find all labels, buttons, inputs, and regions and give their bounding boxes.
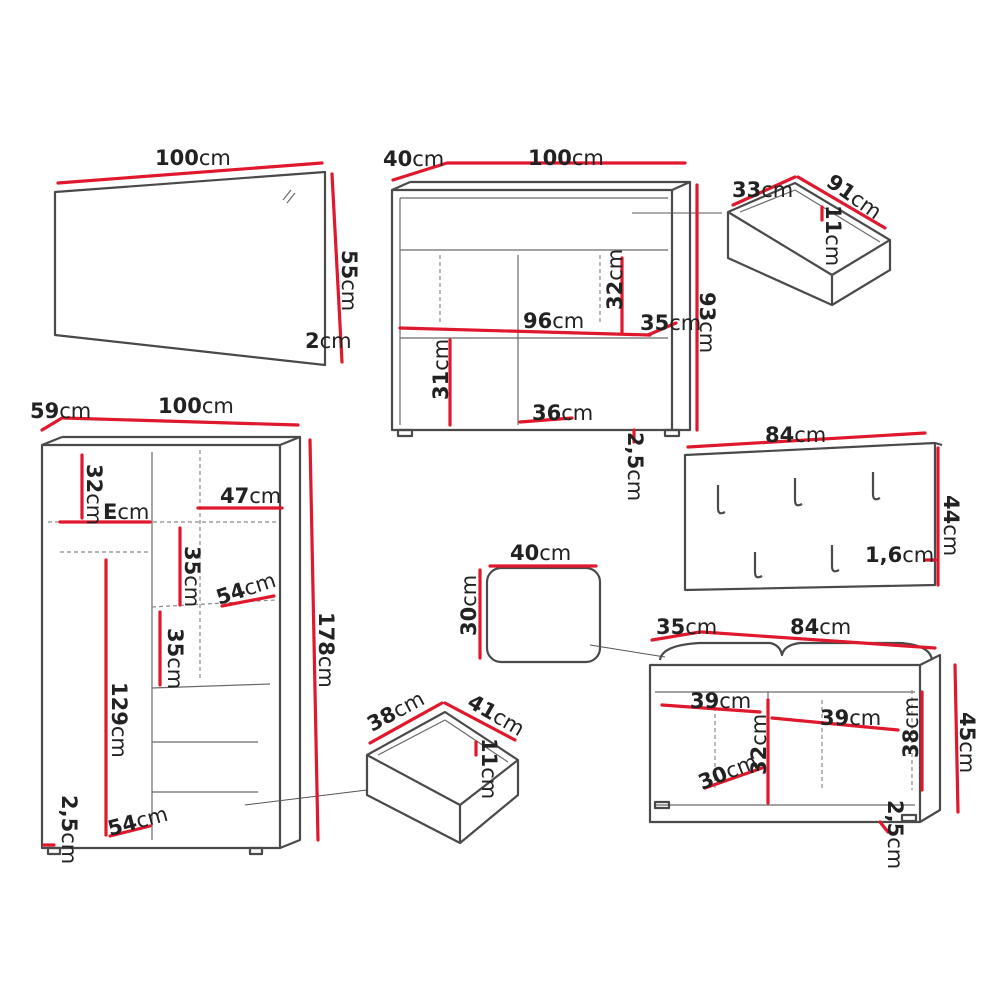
shoe-bench: 35cm 84cm 39cm 39cm 45cm 38cm 32cm 30cm …: [648, 615, 979, 869]
wardrobe-depth-dim: [40, 416, 64, 432]
drawer-1-width-dim: [796, 175, 887, 230]
wardrobe-top-e-label: Ecm: [103, 500, 149, 524]
wardrobe-width-label: 100cm: [158, 394, 234, 418]
drawer-2-height-label: 11cm: [477, 738, 501, 799]
wardrobe-height-dim: [308, 438, 320, 842]
sideboard-compartment-dim: [518, 416, 574, 424]
cushion-height-label: 30cm: [457, 575, 481, 636]
sideboard-width-label: 100cm: [528, 146, 604, 170]
bench-comp-depth-dim: [703, 766, 764, 790]
drawer-2-width-dim: [443, 701, 517, 742]
cushion-width-label: 40cm: [510, 541, 571, 565]
wardrobe-shelf-width-label: 47cm: [220, 484, 281, 508]
wardrobe-hanging-label: 129cm: [107, 682, 131, 758]
wardrobe-shelf-height-2-label: 35cm: [163, 628, 187, 689]
bench-comp-width-right-label: 39cm: [820, 706, 881, 730]
cushion-body: [485, 566, 602, 664]
hook-2: [793, 478, 803, 507]
sideboard-depth-dim: [391, 161, 449, 182]
bench-comp-width-left-dim: [660, 703, 762, 714]
drawer-1: 33cm 91cm 11cm: [726, 169, 892, 307]
wardrobe-top-label: 32cm: [82, 464, 106, 525]
sideboard-height-label: 93cm: [695, 292, 719, 353]
wardrobe-depth-label: 59cm: [30, 399, 91, 423]
bench-depth-dim: [650, 630, 702, 642]
drawer-1-body: [726, 181, 892, 307]
drawer-2: 38cm 41cm 11cm: [363, 686, 529, 845]
wardrobe-shelf-height-1-label: 35cm: [180, 546, 204, 607]
bench-inner-height-label: 38cm: [899, 697, 923, 758]
wardrobe-leg-label: 2,5cm: [57, 795, 81, 864]
sideboard-inner-depth-label: 35cm: [640, 311, 701, 335]
wardrobe-inner-depth-label: 54cm: [105, 802, 170, 841]
sideboard-inner-width-label: 96cm: [523, 309, 584, 333]
wardrobe-inner-depth-dim: [108, 824, 152, 838]
hook-1: [716, 485, 726, 515]
hanger-width-label: 84cm: [765, 423, 826, 447]
wardrobe-width-dim: [62, 416, 300, 427]
drawer-1-depth-label: 33cm: [732, 178, 793, 202]
mirror-width-dim: [56, 161, 324, 185]
bench-comp-depth-label: 30cm: [695, 749, 761, 794]
bench-comp-width-left-label: 39cm: [690, 689, 751, 713]
bench-leg-dim: [878, 820, 890, 834]
hanger-height-label: 44cm: [939, 495, 963, 556]
bench-comp-width-right-dim: [770, 716, 900, 732]
hook-5: [830, 545, 840, 573]
mirror: 100cm 55cm 2cm: [53, 146, 361, 367]
sideboard-top-shelf-label: 32cm: [603, 249, 627, 310]
bench-depth-label: 35cm: [656, 615, 717, 639]
wardrobe-shelf-depth-dim: [220, 594, 276, 608]
sideboard-bottom-shelf-label: 31cm: [429, 339, 453, 400]
bench-width-label: 84cm: [790, 615, 851, 639]
mirror-height-label: 55cm: [337, 250, 361, 311]
hook-3: [871, 472, 881, 501]
bench-width-dim: [700, 630, 937, 650]
coat-hanger: 84cm 44cm 1,6cm: [683, 423, 963, 592]
bench-body: [648, 653, 942, 824]
sideboard-compartment-label: 36cm: [532, 401, 593, 425]
bench-height-label: 45cm: [955, 712, 979, 773]
mirror-height-dim: [330, 172, 344, 364]
sideboard-leg-label: 2,5cm: [623, 432, 647, 501]
sideboard-body: [390, 180, 692, 432]
mirror-frame: [53, 170, 327, 367]
bench-comp-height-label: 32cm: [747, 714, 771, 775]
sideboard-inner-width-dim: [398, 326, 652, 337]
drawer-2-depth-dim: [368, 701, 444, 745]
drawer-2-body: [365, 710, 520, 845]
wardrobe-shelf-depth-label: 54cm: [213, 568, 279, 610]
drawer-1-height-label: 11cm: [821, 205, 845, 266]
hanger-thickness-label: 1,6cm: [865, 543, 934, 567]
mirror-width-label: 100cm: [155, 146, 231, 170]
bench-leg-label: 2,5cm: [883, 800, 907, 869]
drawer-1-depth-dim: [731, 175, 797, 207]
drawer-2-width-label: 41cm: [464, 690, 529, 741]
hook-4: [753, 552, 763, 579]
wardrobe: 59cm 100cm 178cm 32cm Ecm 47cm 35cm 54cm…: [30, 394, 368, 864]
mirror-depth-label: 2cm: [305, 329, 352, 353]
hanger-width-dim: [686, 431, 927, 449]
wardrobe-height-label: 178cm: [314, 612, 338, 688]
sideboard-inner-depth-dim: [646, 321, 678, 337]
cushion: 40cm 30cm: [457, 541, 666, 664]
sideboard-depth-label: 40cm: [383, 147, 444, 171]
bench-height-dim: [953, 663, 960, 814]
bench-cushions: [658, 641, 934, 661]
hanger-panel: [683, 441, 937, 592]
sideboard: 40cm 100cm 93cm 32cm 96cm 35cm 31cm 36cm…: [383, 146, 722, 501]
